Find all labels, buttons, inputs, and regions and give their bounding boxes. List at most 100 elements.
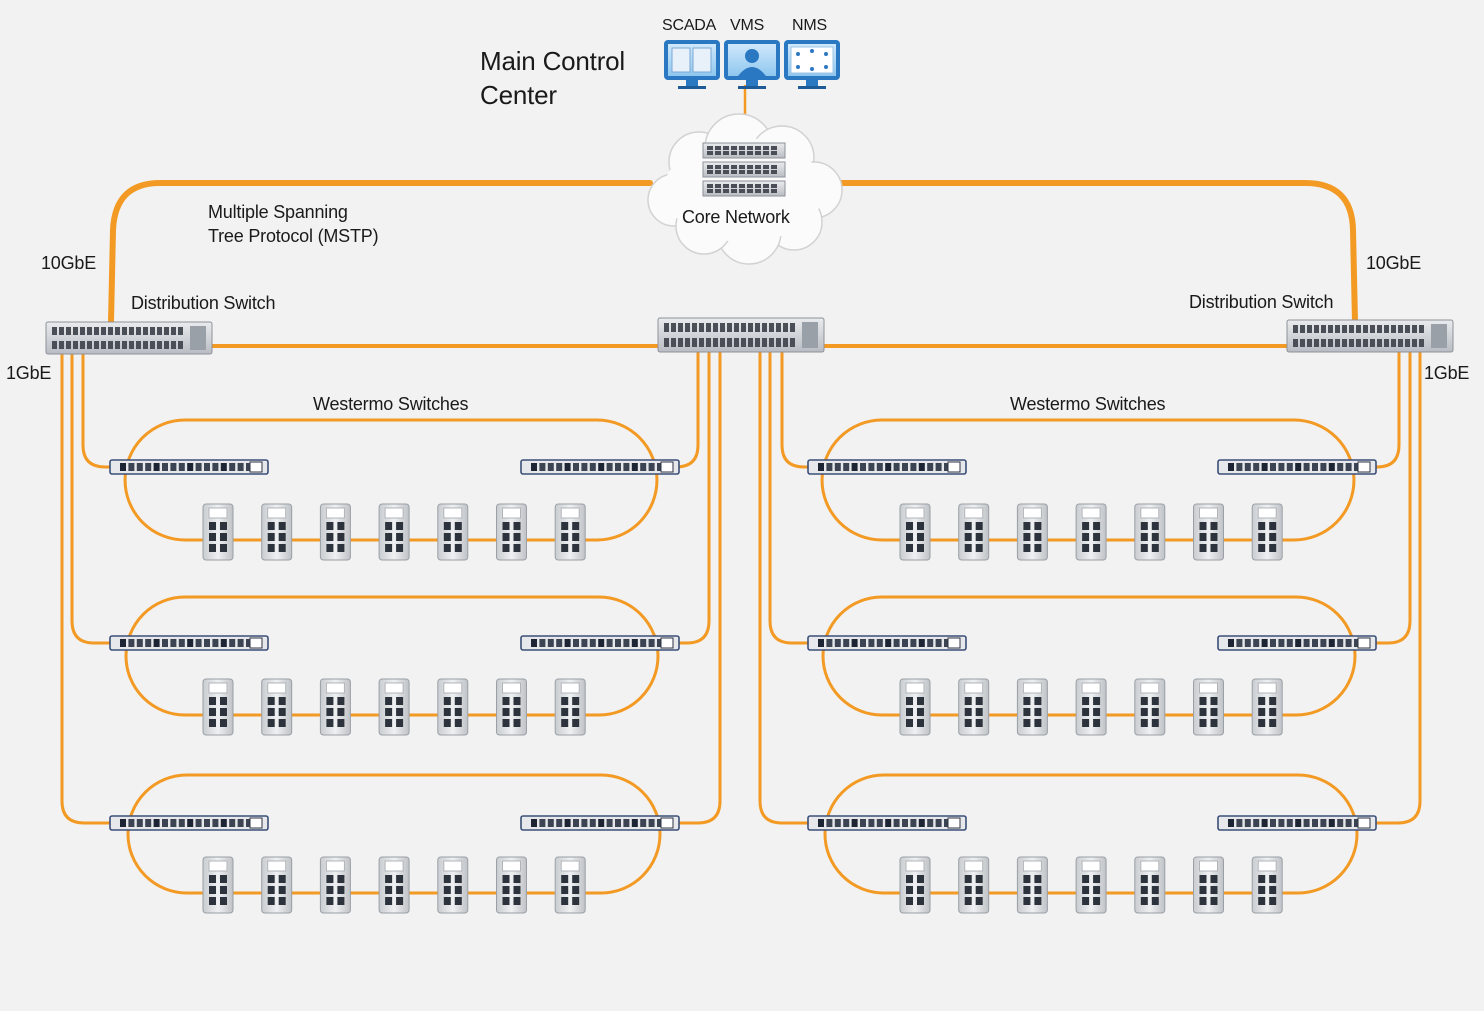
- device-layer: [45, 40, 1454, 914]
- din-rail-switch-icon: [437, 856, 469, 914]
- scada-label: SCADA: [662, 17, 717, 34]
- din-rail-switch-icon: [437, 678, 469, 736]
- right-group-label: Westermo Switches: [1010, 394, 1166, 414]
- nms-monitor-icon: [784, 40, 840, 89]
- din-rail-switch-icon: [899, 856, 931, 914]
- link-layer: [60, 84, 1422, 895]
- din-rail-switch-icon: [261, 503, 293, 561]
- din-rail-switch-icon: [899, 503, 931, 561]
- access-drop-left: [768, 350, 812, 645]
- westermo-ring-switch-right: [1217, 635, 1377, 651]
- westermo-ring-switch-right: [520, 815, 680, 831]
- protocol-line-2: Tree Protocol (MSTP): [208, 226, 379, 246]
- westermo-ring-switch-right: [1217, 459, 1377, 475]
- right-distribution-label: Distribution Switch: [1189, 292, 1334, 312]
- din-rail-switch-icon: [1134, 678, 1166, 736]
- center-core-switch-icon: [657, 317, 825, 353]
- din-rail-switch-icon: [1193, 856, 1224, 914]
- din-rail-switch-icon: [1016, 856, 1048, 914]
- left-distribution-switch-icon: [45, 321, 213, 355]
- din-rail-switch-icon: [437, 503, 469, 561]
- access-drop-left: [60, 350, 114, 825]
- protocol-line-1: Multiple Spanning: [208, 202, 348, 222]
- uplink-10gbe-right: [835, 180, 1358, 325]
- din-rail-switch-icon: [202, 678, 234, 736]
- din-rail-switch-icon: [378, 503, 410, 561]
- din-rail-switch-icon: [554, 503, 586, 561]
- din-rail-switch-icon: [496, 856, 527, 914]
- din-rail-switch-icon: [1134, 856, 1166, 914]
- right-access-speed: 1GbE: [1424, 363, 1470, 383]
- din-rail-switch-icon: [958, 856, 990, 914]
- ring-loop: [820, 418, 1356, 542]
- ring-loop: [821, 595, 1357, 717]
- left-uplink-speed: 10GbE: [41, 253, 97, 273]
- din-rail-switch-icon: [1016, 503, 1048, 561]
- access-drop-right: [1374, 350, 1401, 469]
- westermo-ring-switch-right: [1217, 815, 1377, 831]
- din-rail-switch-icon: [202, 856, 234, 914]
- din-rail-switch-icon: [496, 678, 527, 736]
- din-rail-switch-icon: [1016, 678, 1048, 736]
- nms-label: NMS: [792, 17, 827, 34]
- ring-loop: [126, 773, 662, 895]
- din-rail-switch-icon: [496, 503, 527, 561]
- din-rail-switch-icon: [1251, 856, 1283, 914]
- din-rail-switch-icon: [899, 678, 931, 736]
- ring-loop: [823, 773, 1359, 895]
- westermo-ring-switch-left: [109, 815, 269, 831]
- page-title: Main Control Center: [480, 44, 625, 112]
- westermo-ring-switch-right: [520, 635, 680, 651]
- access-drop-right: [1374, 350, 1412, 645]
- protocol-label: Multiple Spanning Tree Protocol (MSTP): [208, 200, 379, 248]
- din-rail-switch-icon: [261, 856, 293, 914]
- din-rail-switch-icon: [1193, 503, 1224, 561]
- vms-label: VMS: [730, 17, 765, 34]
- din-rail-switch-icon: [319, 678, 351, 736]
- din-rail-switch-icon: [378, 856, 410, 914]
- din-rail-switch-icon: [554, 678, 586, 736]
- din-rail-switch-icon: [1134, 503, 1166, 561]
- uplink-10gbe-left: [108, 180, 653, 325]
- access-drop-left: [70, 350, 114, 645]
- left-access-speed: 1GbE: [6, 363, 52, 383]
- right-uplink-speed: 10GbE: [1366, 253, 1422, 273]
- access-drop-left: [780, 350, 812, 469]
- din-rail-switch-icon: [378, 678, 410, 736]
- access-drop-left: [758, 350, 812, 825]
- title-line-1: Main Control: [480, 46, 625, 76]
- access-drop-right: [1374, 350, 1422, 825]
- din-rail-switch-icon: [1075, 856, 1107, 914]
- ring-loop: [123, 418, 659, 542]
- access-drop-right: [676, 350, 711, 645]
- westermo-ring-switch-left: [109, 635, 269, 651]
- westermo-ring-switch-left: [807, 459, 967, 475]
- din-rail-switch-icon: [1251, 678, 1283, 736]
- din-rail-switch-icon: [202, 503, 234, 561]
- westermo-ring-switch-left: [807, 815, 967, 831]
- din-rail-switch-icon: [319, 503, 351, 561]
- access-drop-right: [676, 350, 722, 825]
- din-rail-switch-icon: [1075, 503, 1107, 561]
- din-rail-switch-icon: [1075, 678, 1107, 736]
- din-rail-switch-icon: [958, 678, 990, 736]
- left-group-label: Westermo Switches: [313, 394, 469, 414]
- core-network-label: Core Network: [682, 207, 790, 227]
- westermo-ring-switch-left: [807, 635, 967, 651]
- din-rail-switch-icon: [1193, 678, 1224, 736]
- left-distribution-label: Distribution Switch: [131, 293, 276, 313]
- right-distribution-switch-icon: [1286, 319, 1454, 353]
- din-rail-switch-icon: [958, 503, 990, 561]
- westermo-ring-switch-right: [520, 459, 680, 475]
- core-switch-stack-icon: [702, 142, 786, 197]
- access-drop-right: [674, 350, 700, 469]
- title-line-2: Center: [480, 80, 557, 110]
- westermo-ring-switch-left: [109, 459, 269, 475]
- din-rail-switch-icon: [261, 678, 293, 736]
- vms-monitor-icon: [724, 40, 780, 89]
- scada-monitor-icon: [664, 40, 720, 89]
- access-drop-left: [81, 350, 114, 469]
- din-rail-switch-icon: [319, 856, 351, 914]
